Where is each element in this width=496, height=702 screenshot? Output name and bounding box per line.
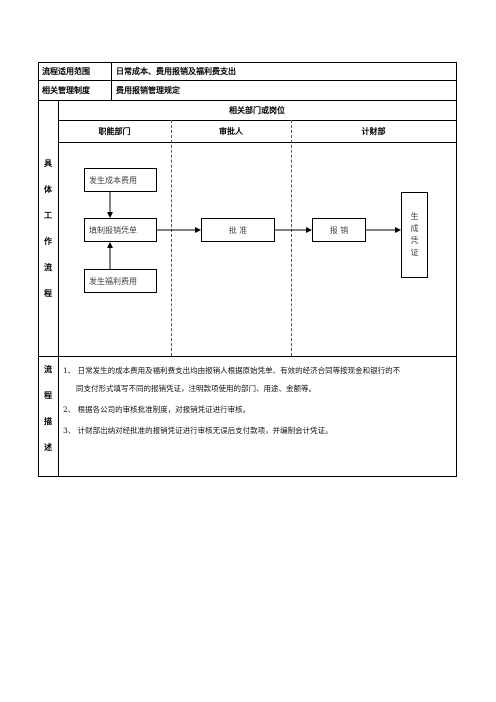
column-header-approver: 审批人 (219, 127, 243, 136)
description-line-3: 3、 计财部出纳对经批准的报销凭证进行审核无误后支付款项，并编制会计凭证。 (63, 426, 333, 435)
column-header-functional: 职能部门 (98, 127, 131, 136)
box-approve: 批 准 (201, 218, 275, 242)
row-divider (58, 120, 456, 121)
box-fill-voucher: 填制报销凭单 (84, 218, 157, 242)
row-divider (38, 100, 456, 101)
description-line-2: 2、 根据各公司的审核批准制度，对报销凭证进行审核。 (63, 405, 251, 414)
scope-value: 日常成本、费用报销及福利费支出 (116, 67, 236, 76)
description-line-1b: 同支付形式填写不同的报销凭证，注明款项使用的部门、用途、金额等。 (76, 384, 316, 393)
table-border-left (38, 62, 39, 476)
box-cost-incurred: 发生成本费用 (84, 168, 157, 192)
row-divider (38, 80, 456, 81)
row-divider (38, 356, 456, 357)
lane-divider (291, 120, 292, 356)
lane-divider (171, 120, 172, 356)
description-line-1: 1、 日常发生的成本费用及福利费支出均由报销人根据原始凭单、有效的经济合同等按现… (63, 366, 401, 375)
box-generate-voucher: 生 成 凭 证 (401, 192, 428, 278)
side-column-divider (58, 100, 59, 476)
table-border-bottom (38, 476, 457, 477)
description-side-label: 流 程 描 述 (44, 365, 52, 452)
column-header-finance: 计财部 (361, 127, 386, 136)
box-welfare-incurred: 发生福利费用 (84, 269, 157, 293)
dept-header: 相关部门或岗位 (229, 106, 285, 115)
policy-value: 费用报销管理规定 (116, 86, 180, 95)
row-divider (58, 142, 456, 143)
workflow-side-label: 具 体 工 作 流 程 (44, 159, 52, 298)
box-reimburse: 报 销 (312, 218, 366, 242)
policy-label: 相关管理制度 (42, 86, 90, 95)
table-border-right (456, 62, 457, 476)
column-divider (111, 62, 112, 100)
table-border-top (38, 62, 456, 63)
scope-label: 流程适用范围 (42, 67, 90, 76)
